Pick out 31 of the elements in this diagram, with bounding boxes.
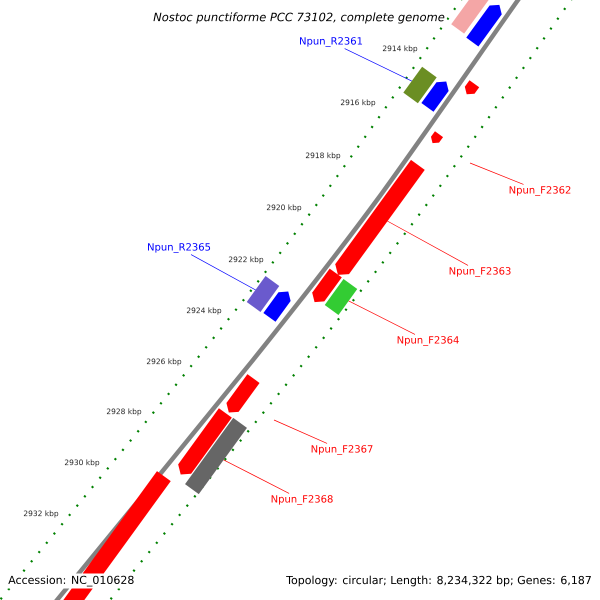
leader-line xyxy=(274,420,328,444)
gene-label: Npun_R2361 xyxy=(300,37,362,47)
gene-box xyxy=(403,66,437,104)
gene-label: Npun_F2368 xyxy=(272,495,333,505)
gene-bar xyxy=(464,80,480,94)
footer-text: Accession: NC_010628 xyxy=(6,574,136,588)
gene-label: Npun_F2367 xyxy=(312,445,372,455)
gene-label: Npun_R2365 xyxy=(148,243,210,253)
leader-line xyxy=(223,460,290,494)
leader-line xyxy=(190,254,256,290)
leader-line xyxy=(387,220,468,266)
gene-box xyxy=(451,0,489,34)
leader-line xyxy=(470,162,524,185)
gene-bar xyxy=(421,82,449,112)
leader-line xyxy=(344,48,412,82)
gene-bar xyxy=(312,268,342,302)
gene-box xyxy=(324,279,358,315)
leader-line xyxy=(348,300,416,335)
gene-bar xyxy=(263,292,291,322)
gene-label: Npun_F2363 xyxy=(450,267,511,277)
footer-text: Topology: circular; Length: 8,234,322 bp; Genes: 6,187 xyxy=(284,574,594,588)
gene-bar xyxy=(430,131,444,144)
gene-label: Npun_F2364 xyxy=(398,336,459,346)
gene-bar xyxy=(466,4,502,46)
gene-box xyxy=(185,418,247,494)
gene-box xyxy=(246,276,280,312)
gene-label: Npun_F2362 xyxy=(510,186,570,196)
gene-bar xyxy=(335,160,425,275)
title: Nostoc punctiforme PCC 73102, complete genome xyxy=(151,10,447,26)
gene-bar xyxy=(226,374,260,413)
gene-bar xyxy=(178,408,232,474)
